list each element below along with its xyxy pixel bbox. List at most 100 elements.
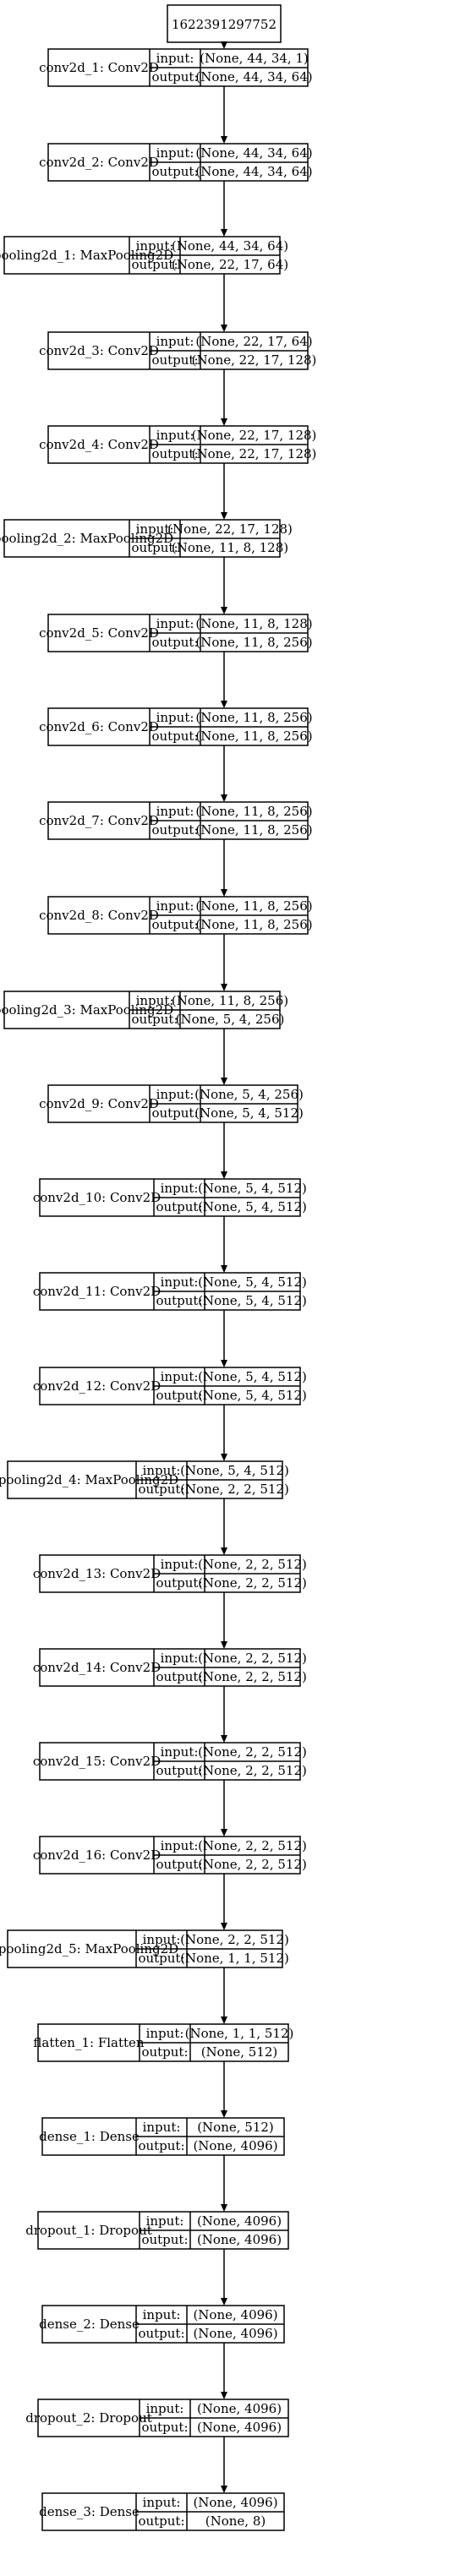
output-port-label: output: (141, 2232, 188, 2247)
input-shape: (None, 5, 4, 256) (194, 1087, 304, 1102)
input-shape: (None, 5, 4, 512) (198, 1369, 307, 1384)
input-port-label: input: (156, 898, 194, 914)
input-shape: (None, 2, 2, 512) (180, 1932, 289, 1947)
input-node: 1622391297752 (167, 4, 282, 43)
output-shape: (None, 44, 34, 64) (195, 164, 312, 179)
input-shape: (None, 1, 1, 512) (185, 2026, 294, 2041)
output-shape: (None, 11, 8, 256) (195, 822, 312, 838)
connector-arrow (221, 1967, 227, 2024)
input-shape: (None, 11, 8, 256) (195, 710, 312, 725)
output-shape: (None, 5, 4, 512) (198, 1199, 307, 1214)
input-port-label: input: (143, 2307, 181, 2322)
output-shape: (None, 8) (205, 2513, 266, 2529)
input-shape: (None, 2, 2, 512) (198, 1838, 307, 1853)
output-shape: (None, 5, 4, 256) (176, 1012, 285, 1027)
output-port-label: output: (151, 917, 198, 932)
layer-name: conv2d_4: Conv2D (39, 437, 159, 452)
input-port-label: input: (161, 1744, 199, 1760)
input-shape: (None, 44, 34, 1) (200, 51, 309, 66)
output-shape: (None, 22, 17, 64) (172, 257, 288, 272)
input-port-label: input: (136, 993, 174, 1008)
output-port-label: output: (138, 2326, 184, 2341)
output-shape: (None, 11, 8, 256) (195, 729, 312, 744)
layer-name: max_pooling2d_3: MaxPooling2D (0, 1002, 173, 1018)
layer-name: conv2d_12: Conv2D (33, 1378, 161, 1394)
input-port-label: input: (143, 1932, 181, 1947)
connector-arrow (221, 934, 227, 991)
output-shape: (None, 4096) (193, 2138, 277, 2153)
layer-name: max_pooling2d_2: MaxPooling2D (0, 531, 173, 546)
input-port-label: input: (146, 2026, 184, 2041)
connector-arrow (221, 369, 227, 426)
input-port-label: input: (161, 1651, 199, 1666)
input-shape: (None, 4096) (193, 2495, 277, 2510)
connector-arrow (221, 41, 227, 49)
layer-name: conv2d_11: Conv2D (33, 1284, 161, 1299)
connector-arrow (221, 1029, 227, 1085)
input-port-label: input: (143, 1463, 181, 1478)
layer-name: dropout_2: Dropout (25, 2410, 152, 2426)
output-port-label: output: (138, 1482, 184, 1497)
layer-node: max_pooling2d_1: MaxPooling2Dinput:outpu… (0, 236, 288, 275)
output-port-label: output: (156, 1763, 202, 1778)
connector-arrow (221, 1874, 227, 1930)
connector-arrow (221, 1216, 227, 1273)
input-port-label: input: (156, 334, 194, 349)
input-port-label: input: (136, 238, 174, 254)
layer-name: conv2d_14: Conv2D (33, 1660, 161, 1675)
input-shape: (None, 22, 17, 64) (195, 334, 312, 349)
connector-arrow (221, 839, 227, 897)
input-shape: (None, 5, 4, 512) (180, 1463, 289, 1478)
input-shape: (None, 2, 2, 512) (198, 1557, 307, 1572)
input-shape: (None, 4096) (197, 2401, 282, 2416)
input-shape: (None, 2, 2, 512) (198, 1744, 307, 1760)
input-port-label: input: (161, 1557, 199, 1572)
output-port-label: output: (138, 1951, 184, 1966)
input-port-label: input: (156, 51, 194, 66)
input-shape: (None, 5, 4, 512) (198, 1181, 307, 1196)
connector-arrow (221, 2061, 227, 2118)
output-port-label: output: (156, 1857, 202, 1872)
layer-name: conv2d_16: Conv2D (33, 1847, 161, 1863)
input-shape: (None, 4096) (193, 2307, 277, 2322)
output-shape: (None, 2, 2, 512) (198, 1669, 307, 1684)
input-port-label: input: (161, 1838, 199, 1853)
input-shape: (None, 22, 17, 128) (192, 428, 317, 443)
connector-arrow (221, 1592, 227, 1649)
output-shape: (None, 11, 8, 256) (195, 917, 312, 932)
layer-name: dropout_1: Dropout (25, 2223, 152, 2238)
output-port-label: output: (156, 1293, 202, 1308)
input-node-box (167, 4, 282, 43)
input-port-label: input: (146, 2213, 184, 2229)
input-port-label: input: (146, 2401, 184, 2416)
output-port-label: output: (156, 1669, 202, 1684)
input-port-label: input: (161, 1274, 199, 1290)
output-port-label: output: (141, 2420, 188, 2435)
input-node-label: 1622391297752 (172, 17, 277, 32)
connector-arrow (221, 86, 227, 144)
output-shape: (None, 512) (201, 2044, 278, 2060)
connector-arrow (221, 274, 227, 332)
layer-node: max_pooling2d_3: MaxPooling2Dinput:outpu… (0, 991, 288, 1029)
connector-arrow (221, 1405, 227, 1461)
layer-name: conv2d_1: Conv2D (39, 60, 159, 75)
layer-name: dense_1: Dense (39, 2129, 140, 2144)
input-shape: (None, 512) (197, 2120, 274, 2135)
output-port-label: output: (131, 257, 178, 272)
output-port-label: output: (141, 2044, 188, 2060)
input-shape: (None, 11, 8, 256) (172, 993, 288, 1008)
connector-arrow (221, 557, 227, 614)
connector-arrow (221, 1310, 227, 1367)
output-port-label: output: (151, 729, 198, 744)
